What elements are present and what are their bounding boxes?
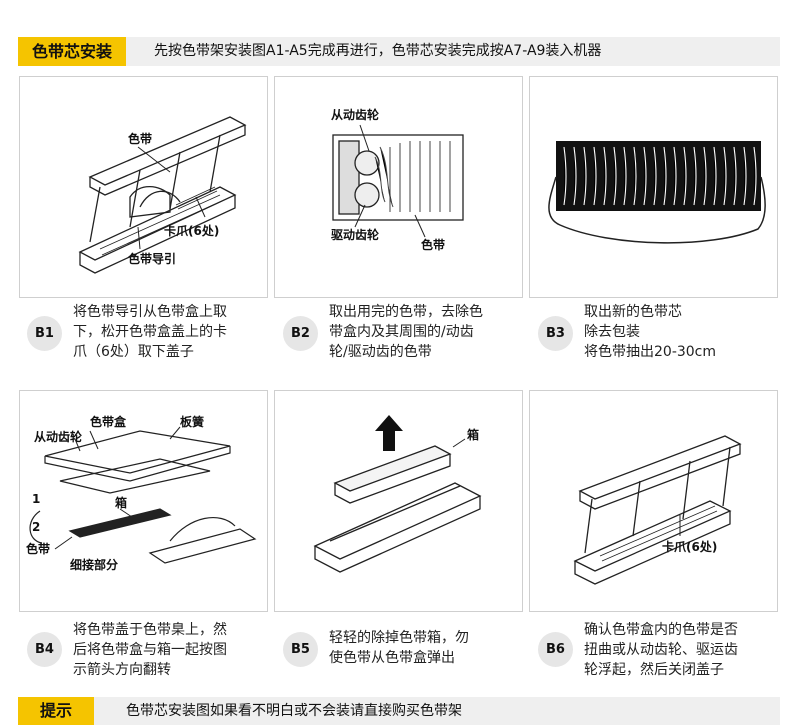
step-description: 将色带盖于色带臬上，然 后将色带盒与箱一起按图 示箭头方向翻转 <box>73 620 283 680</box>
step-line: 除去包装 <box>584 324 640 340</box>
step-description: 轻轻的除掉色带箱，勿 使色带从色带盒弹出 <box>329 628 539 668</box>
label-drive-gear: 驱动齿轮 <box>331 227 380 242</box>
label-step-2: 2 <box>32 520 40 534</box>
label-fine-part: 细接部分 <box>70 557 118 572</box>
step-description: 确认色带盒内的色带是否 扭曲或从动齿轮、驱运齿 轮浮起，然后关闭盖子 <box>584 620 794 680</box>
step-badge: B6 <box>538 632 573 667</box>
step-badge: B1 <box>27 316 62 351</box>
label-ribbon-guide: 色带导引 <box>128 251 176 266</box>
label-claws: 卡爪(6处) <box>164 223 219 238</box>
step-b2: B2 取出用完的色带，去除色 带盒内及其周围的/动齿 轮/驱动齿的色带 <box>283 302 533 372</box>
label-step-1: 1 <box>32 492 40 506</box>
step-line: 下，松开色带盒盖上的卡 <box>73 324 227 340</box>
label-claws: 卡爪(6处) <box>662 539 717 554</box>
step-description: 取出用完的色带，去除色 带盒内及其周围的/动齿 轮/驱动齿的色带 <box>329 302 539 362</box>
step-line: 取出用完的色带，去除色 <box>329 304 483 320</box>
step-badge: B2 <box>283 316 318 351</box>
step-line: 轮浮起，然后关闭盖子 <box>584 662 724 678</box>
step-line: 取出新的色带芯 <box>584 304 682 320</box>
step-b4: B4 将色带盖于色带臬上，然 后将色带盒与箱一起按图 示箭头方向翻转 <box>27 620 277 690</box>
step-line: 使色带从色带盒弹出 <box>329 650 455 666</box>
label-driven-gear: 从动齿轮 <box>34 429 83 444</box>
label-ribbon: 色带 <box>421 237 445 252</box>
footer-text: 色带芯安装图如果看不明白或不会装请直接购买色带架 <box>126 703 462 719</box>
step-description: 将色带导引从色带盒上取 下，松开色带盒盖上的卡 爪（6处）取下盖子 <box>73 302 283 362</box>
panel-b6-illustration: 卡爪(6处) <box>529 390 778 612</box>
header-bar: 色带芯安装 先按色带架安装图A1-A5完成再进行，色带芯安装完成按A7-A9装入… <box>18 37 780 66</box>
panel-b2-illustration: 从动齿轮 驱动齿轮 色带 <box>274 76 523 298</box>
step-line: 确认色带盒内的色带是否 <box>584 622 738 638</box>
label-ribbon: 色带 <box>26 541 50 556</box>
step-badge: B3 <box>538 316 573 351</box>
label-driven-gear: 从动齿轮 <box>331 107 380 122</box>
panel-b5-illustration: 箱 <box>274 390 523 612</box>
header-tag: 色带芯安装 <box>18 37 127 66</box>
step-b3: B3 取出新的色带芯 除去包装 将色带抽出20-30cm <box>538 302 788 372</box>
header-text: 先按色带架安装图A1-A5完成再进行，色带芯安装完成按A7-A9装入机器 <box>154 43 602 59</box>
label-leaf-spring: 板簧 <box>180 414 204 429</box>
step-b5: B5 轻轻的除掉色带箱，勿 使色带从色带盒弹出 <box>283 620 533 690</box>
footer-bar: 提示 色带芯安装图如果看不明白或不会装请直接购买色带架 <box>18 697 780 725</box>
step-line: 示箭头方向翻转 <box>73 662 171 678</box>
label-ribbon: 色带 <box>128 131 152 146</box>
step-b1: B1 将色带导引从色带盒上取 下，松开色带盒盖上的卡 爪（6处）取下盖子 <box>27 302 277 372</box>
panel-b3-illustration <box>529 76 778 298</box>
label-box: 箱 <box>467 427 479 442</box>
panel-b1-illustration: 色带 卡爪(6处) 色带导引 <box>19 76 268 298</box>
step-line: 轻轻的除掉色带箱，勿 <box>329 630 469 646</box>
panel-b4-illustration: 色带盒 板簧 从动齿轮 箱 色带 细接部分 1 2 <box>19 390 268 612</box>
step-badge: B4 <box>27 632 62 667</box>
label-box: 箱 <box>115 495 127 510</box>
step-line: 将色带抽出20-30cm <box>584 344 717 360</box>
step-line: 后将色带盒与箱一起按图 <box>73 642 227 658</box>
label-ribbon-case: 色带盒 <box>90 414 127 429</box>
step-badge: B5 <box>283 632 318 667</box>
step-b6: B6 确认色带盒内的色带是否 扭曲或从动齿轮、驱运齿 轮浮起，然后关闭盖子 <box>538 620 788 690</box>
step-line: 扭曲或从动齿轮、驱运齿 <box>584 642 738 658</box>
step-line: 将色带盖于色带臬上，然 <box>73 622 227 638</box>
step-line: 将色带导引从色带盒上取 <box>73 304 227 320</box>
step-description: 取出新的色带芯 除去包装 将色带抽出20-30cm <box>584 302 794 362</box>
step-line: 带盒内及其周围的/动齿 <box>329 324 474 340</box>
step-line: 爪（6处）取下盖子 <box>73 344 194 360</box>
step-line: 轮/驱动齿的色带 <box>329 344 432 360</box>
footer-tag: 提示 <box>18 697 95 725</box>
